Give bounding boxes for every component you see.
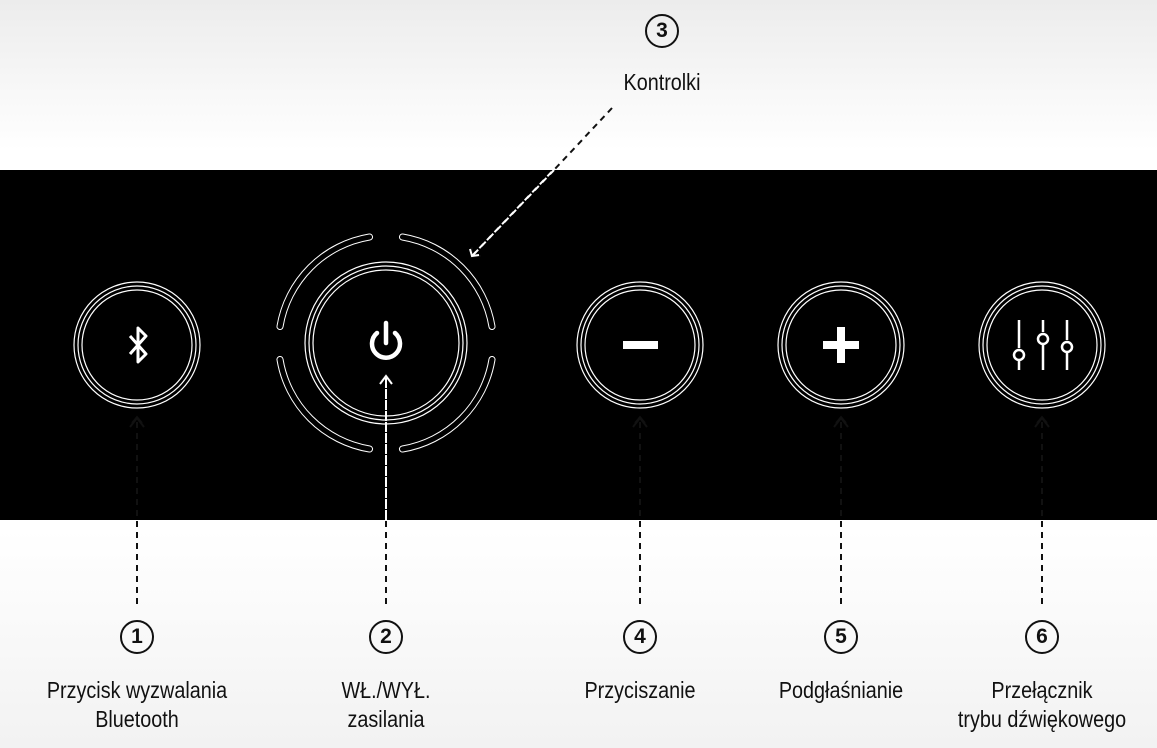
- callout-number-4: 4: [623, 620, 657, 654]
- bluetooth-icon: [128, 326, 148, 364]
- callout-label-2: WŁ./WYŁ. zasilania: [300, 676, 472, 734]
- label-line: Podgłaśnianie: [778, 677, 904, 703]
- label-line: Przyciszanie: [584, 677, 696, 703]
- label-line: Bluetooth: [95, 706, 179, 732]
- label-line: Przełącznik: [991, 677, 1093, 703]
- callout-arrows-outside: [385, 107, 613, 604]
- callout-number-6: 6: [1025, 620, 1059, 654]
- plus-icon: [823, 327, 859, 363]
- label-line: Kontrolki: [623, 69, 701, 95]
- label-line: Przycisk wyzwalania: [46, 677, 228, 703]
- minus-icon: [623, 341, 658, 349]
- label-line: trybu dźwiękowego: [957, 706, 1127, 732]
- callout-number-1: 1: [120, 620, 154, 654]
- callout-label-1: Przycisk wyzwalania Bluetooth: [25, 676, 249, 734]
- callout-label-3: Kontrolki: [576, 68, 748, 97]
- callout-number-2: 2: [369, 620, 403, 654]
- bluetooth-button[interactable]: [73, 281, 201, 409]
- equalizer-sliders-icon: [1012, 320, 1074, 370]
- callout-number-3: 3: [645, 14, 679, 48]
- volume-up-button[interactable]: [777, 281, 905, 409]
- callout-label-5: Podgłaśnianie: [755, 676, 927, 705]
- volume-down-button[interactable]: [576, 281, 704, 409]
- callout-number-5: 5: [824, 620, 858, 654]
- callout-label-6: Przełącznik trybu dźwiękowego: [939, 676, 1145, 734]
- indicator-lights: [276, 233, 496, 453]
- control-panel-bar: [0, 170, 1157, 520]
- callout-label-4: Przyciszanie: [554, 676, 726, 705]
- label-line: WŁ./WYŁ.: [341, 677, 431, 703]
- label-line: zasilania: [347, 706, 425, 732]
- sound-mode-button[interactable]: [978, 281, 1106, 409]
- power-icon: [369, 320, 403, 360]
